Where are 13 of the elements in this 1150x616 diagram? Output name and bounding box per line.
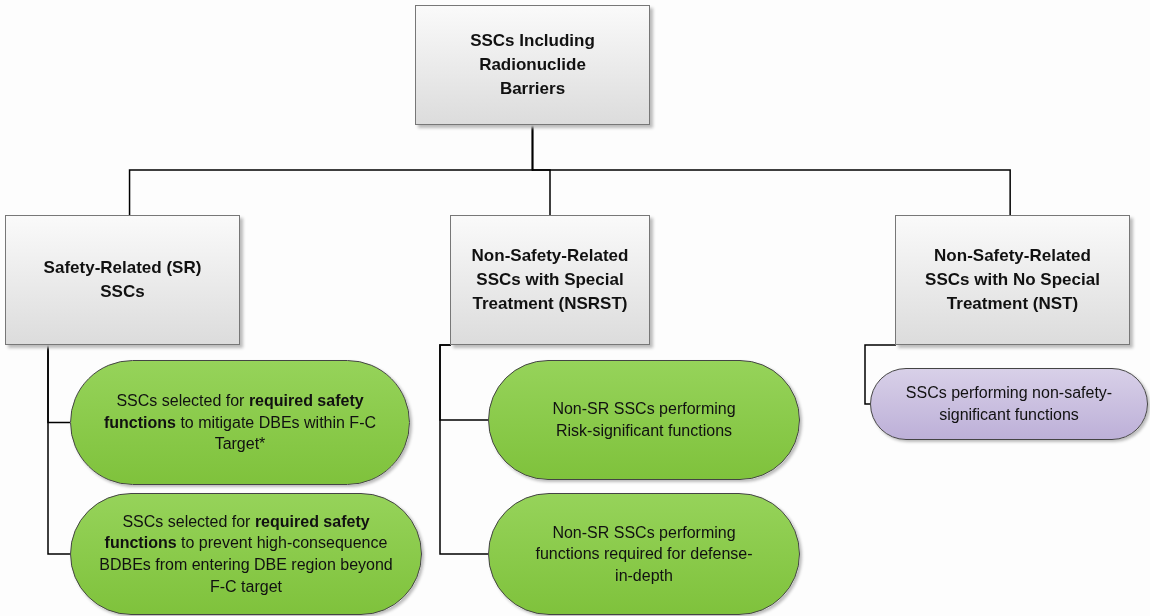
category-box: SSCs Including Radionuclide Barriers [415,5,650,125]
function-pill: Non-SR SSCs performing Risk-significant functions [488,360,800,480]
connector-line [47,344,71,555]
function-pill: SSCs selected for required safety functions to mitigate DBEs within F-C Target* [70,360,410,485]
function-pill: SSCs selected for required safety functions to prevent high-consequence BDBEs from entering DBE region beyond F-C target [70,493,422,615]
category-box: Safety-Related (SR) SSCs [5,215,240,345]
function-pill: Non-SR SSCs performing functions required for defense-in-depth [488,493,800,615]
category-box: Non-Safety-Related SSCs with No Special Treatment (NST) [895,215,1130,345]
connector-line [864,344,897,405]
connector-line [531,124,1011,216]
category-box: Non-Safety-Related SSCs with Special Treatment (NSRST) [450,215,650,345]
connector-line [439,344,489,555]
function-pill: SSCs performing non-safety-significant functions [870,368,1148,440]
